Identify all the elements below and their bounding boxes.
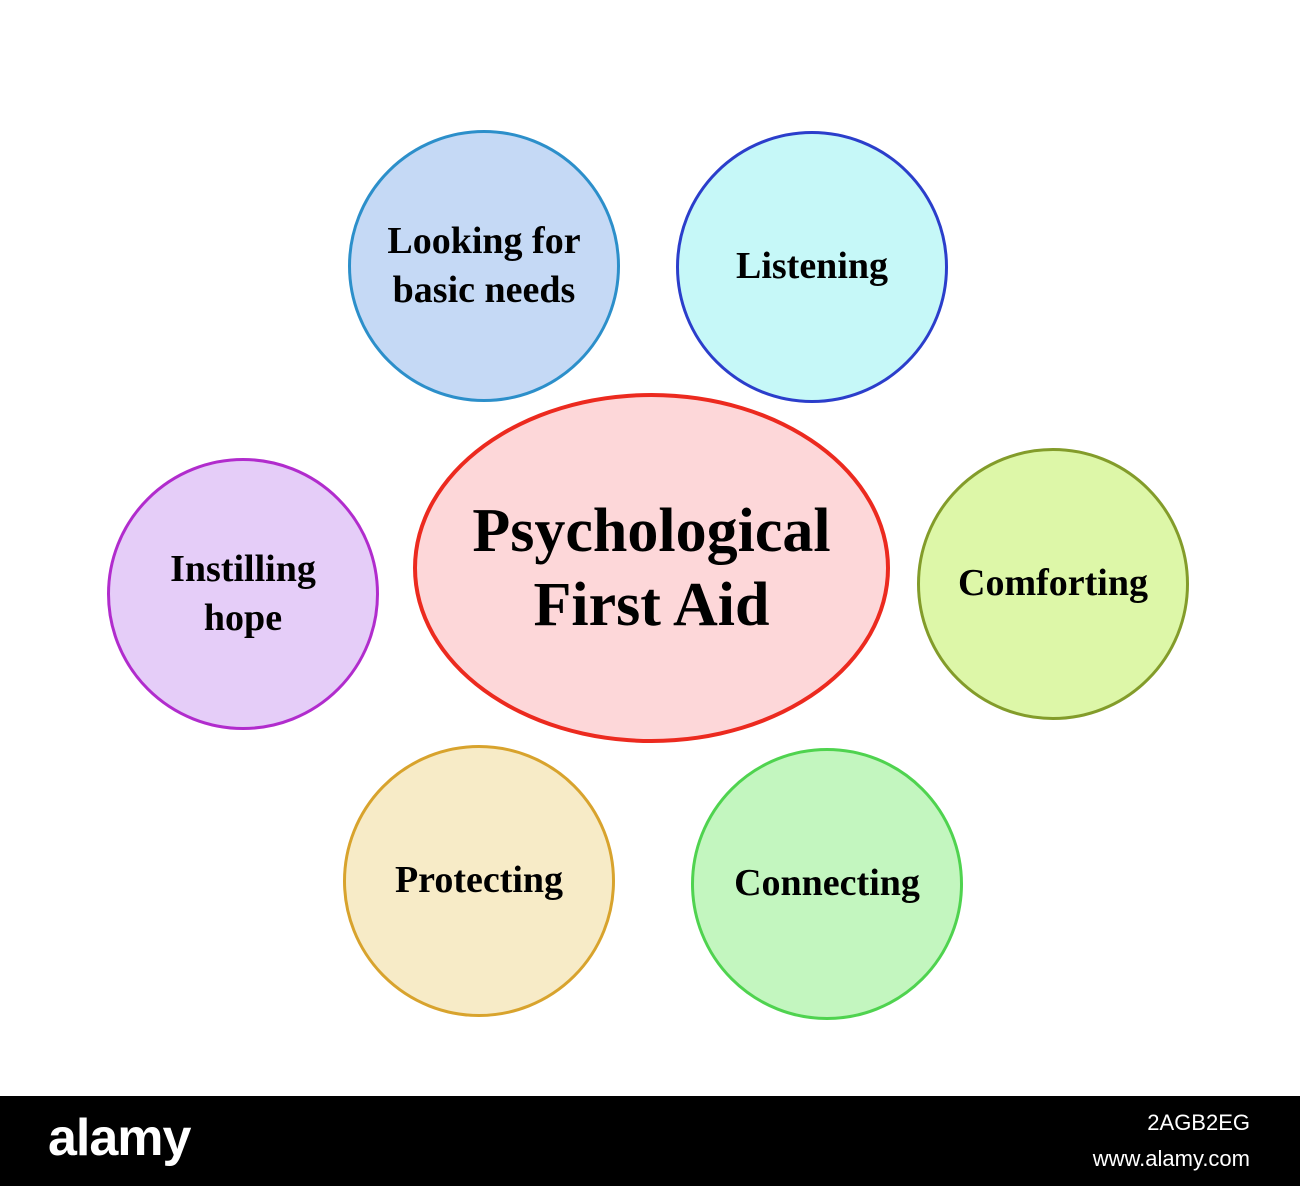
diagram: Psychological First Aid Looking for basi… <box>107 130 1189 1020</box>
node-label-line2: hope <box>203 597 283 639</box>
node-basic-needs: Looking for basic needs <box>348 130 620 402</box>
image-id: 2AGB2EG <box>1147 1110 1250 1135</box>
center-node: Psychological First Aid <box>413 393 890 743</box>
node-label: Comforting <box>958 562 1148 605</box>
node-protecting: Protecting <box>343 745 615 1017</box>
node-comforting: Comforting <box>917 448 1189 720</box>
watermark-footer: alamy 2AGB2EG www.alamy.com <box>0 1096 1300 1186</box>
site-url: www.alamy.com <box>1092 1146 1250 1171</box>
center-label-line1: Psychological <box>472 496 831 565</box>
node-instilling-hope: Instilling hope <box>107 458 379 730</box>
node-label: Connecting <box>734 862 920 905</box>
node-label: Protecting <box>394 859 564 902</box>
alamy-logo: alamy <box>48 1109 191 1167</box>
node-label-line2: basic needs <box>392 269 576 311</box>
node-listening: Listening <box>676 131 948 403</box>
node-label: Listening <box>735 245 889 288</box>
center-label-line2: First Aid <box>533 571 770 639</box>
node-label-line1: Instilling <box>170 547 316 590</box>
node-label-line1: Looking for <box>387 219 581 262</box>
node-connecting: Connecting <box>691 748 963 1020</box>
